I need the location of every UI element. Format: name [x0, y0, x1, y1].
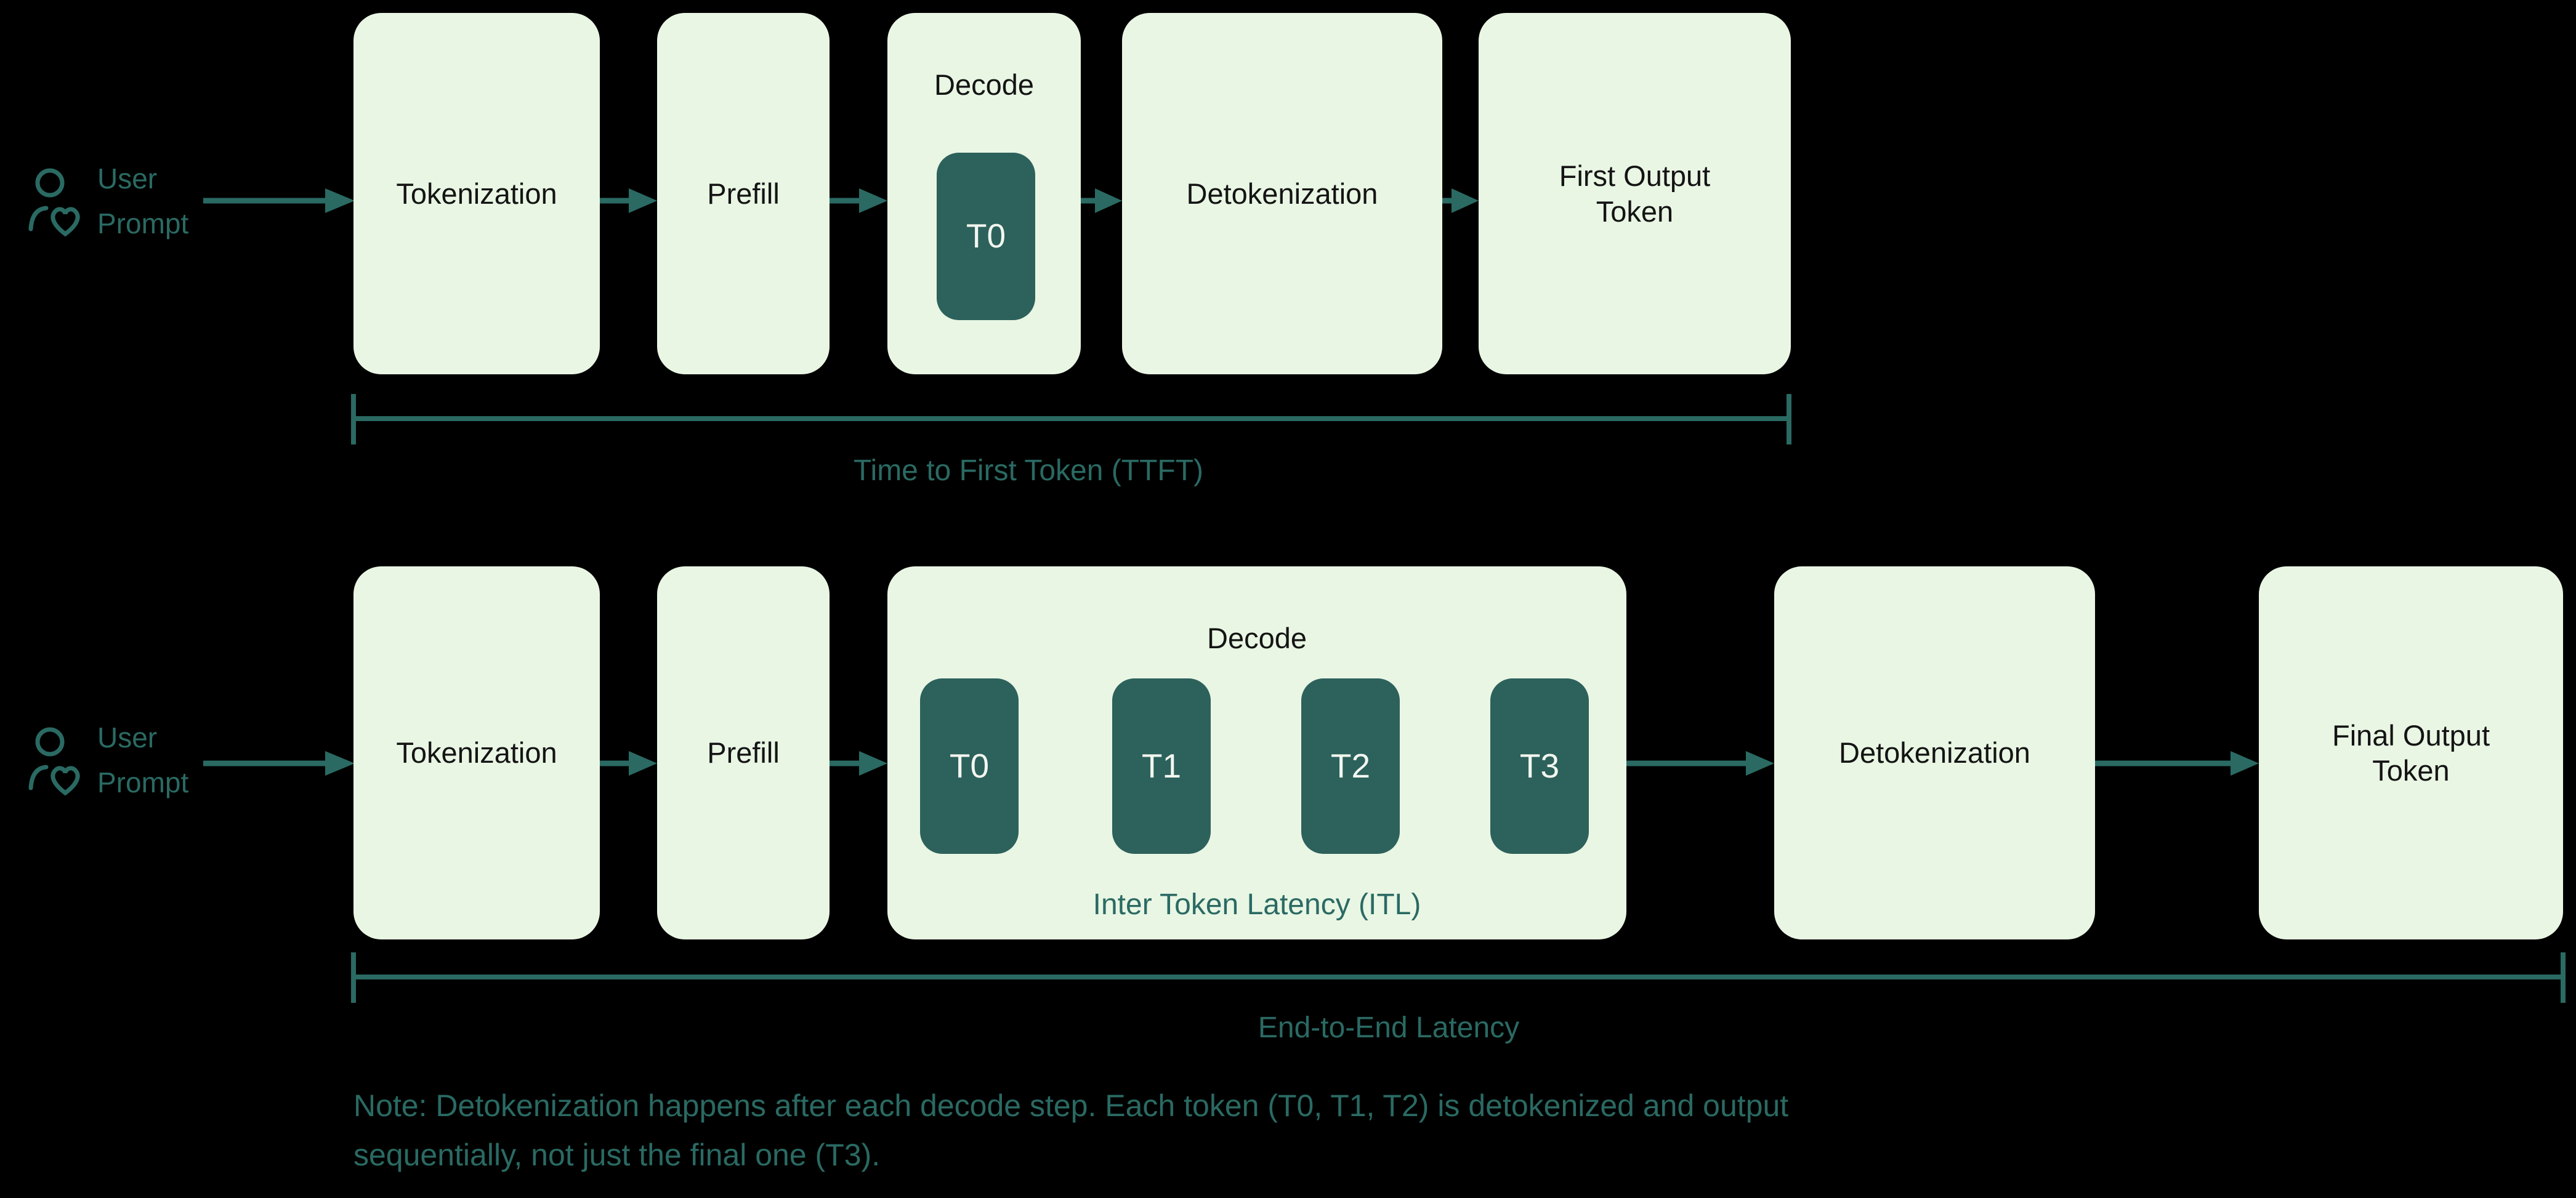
row1-tokenization-label: Tokenization: [396, 177, 557, 210]
footnote-line1: Note: Detokenization happens after each …: [353, 1088, 1789, 1123]
itl-caption: Inter Token Latency (ITL): [1092, 888, 1421, 922]
row1-user-prompt-label: User Prompt: [97, 163, 189, 239]
row1-prefill-box: Prefill: [657, 13, 830, 374]
row1-token-t0-label: T0: [966, 217, 1006, 255]
row2-prefill-box: Prefill: [657, 566, 830, 939]
row2-prefill-label: Prefill: [707, 736, 780, 770]
row1-decode-box: Decode T0: [887, 13, 1081, 374]
row2-token-t1-label: T1: [1141, 746, 1182, 785]
row2-token-t1: T1: [1112, 678, 1211, 854]
footnote-line2: sequentially, not just the final one (T3…: [353, 1138, 881, 1172]
row1-prefill-label: Prefill: [707, 177, 780, 210]
row1-detokenization-label: Detokenization: [1186, 177, 1378, 210]
row2-final-output-label: Final Output Token: [2332, 718, 2490, 787]
row1-decode-label: Decode: [934, 68, 1034, 101]
user-heart-icon: [28, 727, 80, 796]
user-heart-icon: [28, 168, 80, 237]
row1-detokenization-box: Detokenization: [1122, 13, 1442, 374]
ttft-caption: Time to First Token (TTFT): [853, 454, 1204, 487]
row2-user-prompt-label: User Prompt: [97, 722, 189, 798]
row2-detokenization-label: Detokenization: [1839, 736, 2030, 770]
row2-tokenization-label: Tokenization: [396, 736, 557, 770]
row2-token-t0-label: T0: [949, 746, 990, 785]
row2-decode-label: Decode: [1207, 622, 1307, 654]
row1-tokenization-box: Tokenization: [353, 13, 600, 374]
end-to-end-caption: End-to-End Latency: [1258, 1011, 1520, 1044]
row1-token-t0: T0: [937, 153, 1035, 320]
row2-token-t3-label: T3: [1519, 746, 1560, 785]
row2-token-t2-label: T2: [1330, 746, 1371, 785]
row2-token-t3: T3: [1490, 678, 1589, 854]
row2-tokenization-box: Tokenization: [353, 566, 600, 939]
row1-first-output-label: First Output Token: [1559, 159, 1711, 228]
row1-first-output-box: First Output Token: [1479, 13, 1791, 374]
row2-token-t2: T2: [1301, 678, 1400, 854]
footnote: Note: Detokenization happens after each …: [353, 1081, 2263, 1180]
row2-final-output-box: Final Output Token: [2259, 566, 2563, 939]
row2-decode-box: Decode T0 T1 T2 T3 Inter Token Latency (…: [887, 566, 1626, 939]
row2-detokenization-box: Detokenization: [1774, 566, 2095, 939]
row2-token-t0: T0: [920, 678, 1019, 854]
